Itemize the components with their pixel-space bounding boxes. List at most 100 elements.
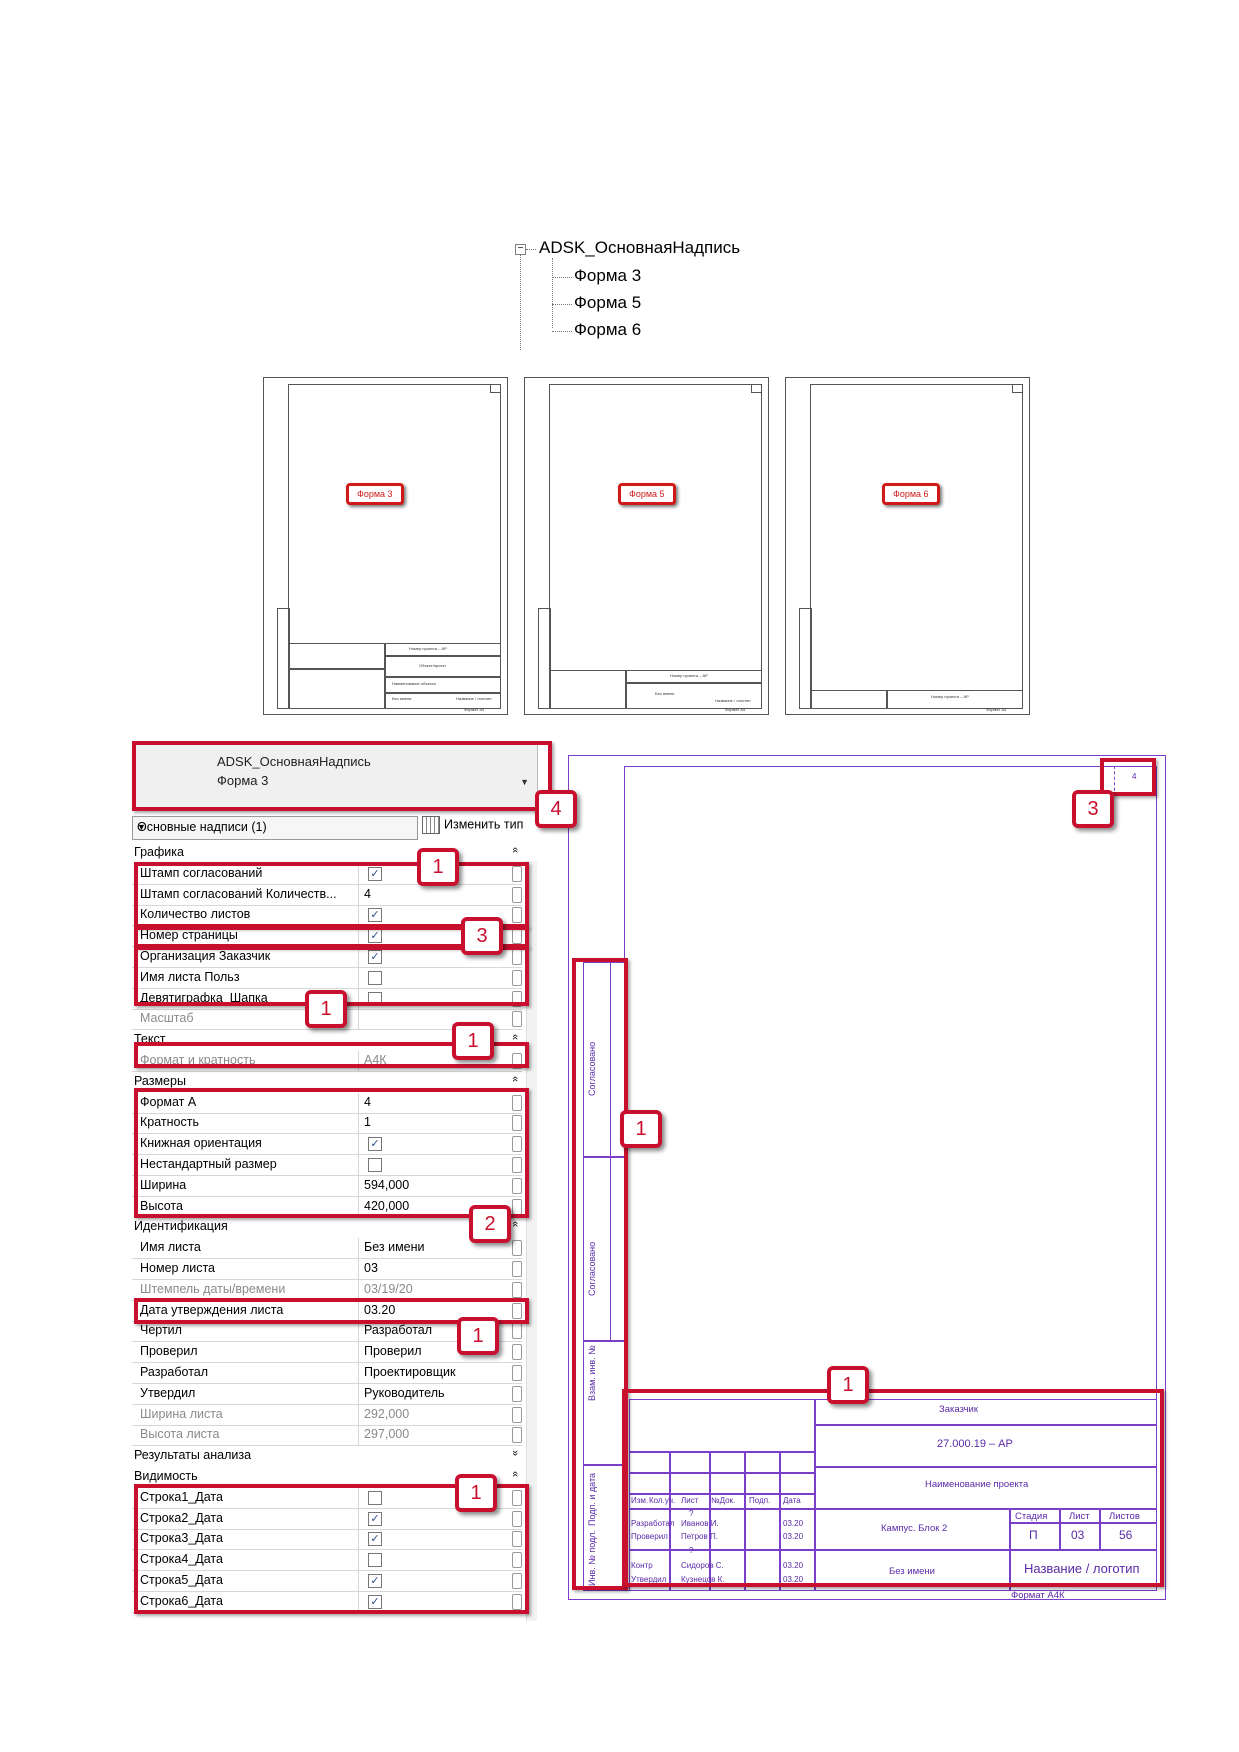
property-value[interactable]: 297,000: [364, 1427, 410, 1442]
tree-item-forma-5[interactable]: Форма 5: [574, 293, 642, 312]
property-row[interactable]: Строка5_Дата✓: [132, 1571, 522, 1592]
property-value[interactable]: 1: [364, 1115, 371, 1130]
property-value[interactable]: 4: [364, 886, 371, 901]
associate-parameter-button[interactable]: [512, 1531, 522, 1548]
associate-parameter-button[interactable]: [512, 1344, 522, 1361]
property-row[interactable]: Строка2_Дата✓: [132, 1508, 522, 1530]
property-value[interactable]: 292,000: [364, 1406, 410, 1421]
property-row[interactable]: Строка1_Дата: [132, 1487, 522, 1509]
property-row[interactable]: Строка3_Дата✓: [132, 1529, 522, 1551]
group-header-dimensions[interactable]: Размеры«: [132, 1071, 522, 1092]
associate-parameter-button[interactable]: [512, 1177, 522, 1194]
associate-parameter-button[interactable]: [512, 1053, 522, 1069]
property-value[interactable]: 03/19/20: [364, 1281, 413, 1296]
thumbnail-forma-5[interactable]: Форма 5 Номер проекта – АР Без имени Наз…: [524, 377, 769, 715]
associate-parameter-button[interactable]: [512, 1510, 522, 1527]
property-checkbox[interactable]: ✓: [368, 1137, 382, 1152]
associate-parameter-button[interactable]: [512, 1385, 522, 1402]
associate-parameter-button[interactable]: [512, 1573, 522, 1589]
instance-filter-dropdown[interactable]: Основные надписи (1) ▼: [132, 816, 418, 840]
property-value[interactable]: Проверил: [364, 1344, 422, 1359]
thumbnail-forma-6[interactable]: Форма 6 Номер проекта – АР Формат А4: [785, 377, 1030, 715]
edit-type-button[interactable]: Изменить тип: [422, 816, 536, 838]
property-row[interactable]: Штамп согласований Количеств...4: [132, 884, 522, 906]
associate-parameter-button[interactable]: [512, 1094, 522, 1111]
associate-parameter-button[interactable]: [512, 1406, 522, 1423]
property-checkbox[interactable]: ✓: [368, 1532, 382, 1547]
associate-parameter-button[interactable]: [512, 1489, 522, 1506]
property-value[interactable]: А4К: [364, 1053, 387, 1067]
associate-parameter-button[interactable]: [512, 1365, 522, 1381]
property-checkbox[interactable]: ✓: [368, 1594, 382, 1609]
property-checkbox[interactable]: ✓: [368, 866, 382, 881]
associate-parameter-button[interactable]: [512, 1136, 522, 1153]
property-checkbox[interactable]: ✓: [368, 950, 382, 964]
associate-parameter-button[interactable]: [512, 1427, 522, 1444]
property-row[interactable]: Строка4_Дата: [132, 1550, 522, 1572]
tree-item-forma-6[interactable]: Форма 6: [574, 320, 642, 339]
associate-parameter-button[interactable]: [512, 865, 522, 882]
property-value[interactable]: 594,000: [364, 1177, 410, 1192]
associate-parameter-button[interactable]: [512, 1115, 522, 1132]
associate-parameter-button[interactable]: [512, 1157, 522, 1173]
property-row[interactable]: Нестандартный размер: [132, 1155, 522, 1176]
property-value[interactable]: 4: [364, 1094, 371, 1109]
associate-parameter-button[interactable]: [512, 1323, 522, 1340]
property-checkbox[interactable]: [368, 1490, 382, 1505]
associate-parameter-button[interactable]: [512, 907, 522, 924]
associate-parameter-button[interactable]: [512, 990, 522, 1007]
associate-parameter-button[interactable]: [512, 886, 522, 903]
associate-parameter-button[interactable]: [512, 1552, 522, 1569]
property-row[interactable]: Имя листа Польз: [132, 967, 522, 989]
property-value[interactable]: 03: [364, 1261, 378, 1275]
group-header-visibility[interactable]: Видимость«: [132, 1467, 522, 1487]
property-checkbox[interactable]: [368, 970, 382, 985]
property-row[interactable]: Книжная ориентация✓: [132, 1134, 522, 1156]
badge-3: 3: [1072, 790, 1114, 828]
property-row[interactable]: Организация Заказчик✓: [132, 947, 522, 968]
property-row[interactable]: Штамп согласований✓: [132, 863, 522, 885]
property-value[interactable]: 03.20: [364, 1302, 396, 1317]
associate-parameter-button[interactable]: [512, 1240, 522, 1257]
type-dropdown-arrow-icon[interactable]: ▼: [520, 777, 529, 787]
group-header-identity[interactable]: Идентификация«: [132, 1217, 522, 1238]
associate-parameter-button[interactable]: [512, 969, 522, 986]
tree-root[interactable]: ADSK_ОсновнаяНадпись: [539, 238, 741, 257]
group-header-graphics[interactable]: Графика«: [132, 843, 522, 863]
property-row[interactable]: Масштаб: [132, 1009, 522, 1031]
tree-item-forma-3[interactable]: Форма 3: [574, 266, 642, 285]
property-value[interactable]: Руководитель: [364, 1385, 445, 1400]
associate-parameter-button[interactable]: [512, 1281, 522, 1298]
property-checkbox[interactable]: [368, 1158, 382, 1172]
thumbnail-forma-3[interactable]: Форма 3 Номер проекта – АР Объект/проект…: [263, 377, 508, 715]
property-value[interactable]: 420,000: [364, 1198, 410, 1213]
associate-parameter-button[interactable]: [512, 1302, 522, 1319]
property-checkbox[interactable]: [368, 1553, 382, 1568]
property-checkbox[interactable]: ✓: [368, 1511, 382, 1526]
associate-parameter-button[interactable]: [512, 1011, 522, 1028]
property-checkbox[interactable]: ✓: [368, 1574, 382, 1588]
associate-parameter-button[interactable]: [512, 1261, 522, 1277]
group-header-analysis[interactable]: Результаты анализа»: [132, 1446, 522, 1467]
property-row[interactable]: Строка6_Дата✓: [132, 1591, 522, 1613]
property-checkbox[interactable]: ✓: [368, 908, 382, 923]
associate-parameter-button[interactable]: [512, 1593, 522, 1610]
property-value[interactable]: Разработал: [364, 1323, 433, 1338]
property-value[interactable]: Проектировщик: [364, 1365, 456, 1379]
highlight-type-selector: [132, 741, 552, 811]
properties-scrollbar[interactable]: [526, 861, 537, 1621]
property-value[interactable]: Без имени: [364, 1240, 425, 1255]
customer-field: Заказчик: [939, 1404, 979, 1415]
